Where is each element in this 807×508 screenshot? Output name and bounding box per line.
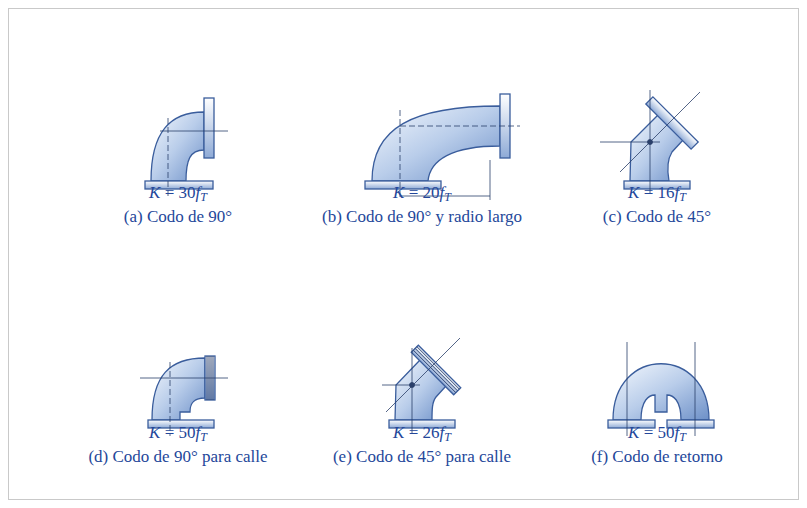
- loss-coefficient: K = 20fT: [288, 183, 556, 203]
- loss-coefficient: K = 30fT: [44, 183, 312, 203]
- fitting-caption: (c) Codo de 45°: [523, 207, 791, 227]
- elbow-45: [600, 90, 700, 194]
- frame: [9, 9, 799, 500]
- loss-coefficient: K = 26fT: [288, 423, 556, 443]
- fitting-caption: (d) Codo de 90° para calle: [44, 447, 312, 467]
- return-bend: [608, 342, 714, 436]
- street-elbow-45: [382, 338, 461, 434]
- fitting-caption: (e) Codo de 45° para calle: [288, 447, 556, 467]
- elbow-90: [145, 98, 228, 196]
- loss-coefficient: K = 50fT: [523, 423, 791, 443]
- fitting-caption: (f) Codo de retorno: [523, 447, 791, 467]
- fitting-caption: (a) Codo de 90°: [44, 207, 312, 227]
- loss-coefficient: K = 16fT: [523, 183, 791, 203]
- fitting-caption: (b) Codo de 90° y radio largo: [288, 207, 556, 227]
- loss-coefficient: K = 50fT: [44, 423, 312, 443]
